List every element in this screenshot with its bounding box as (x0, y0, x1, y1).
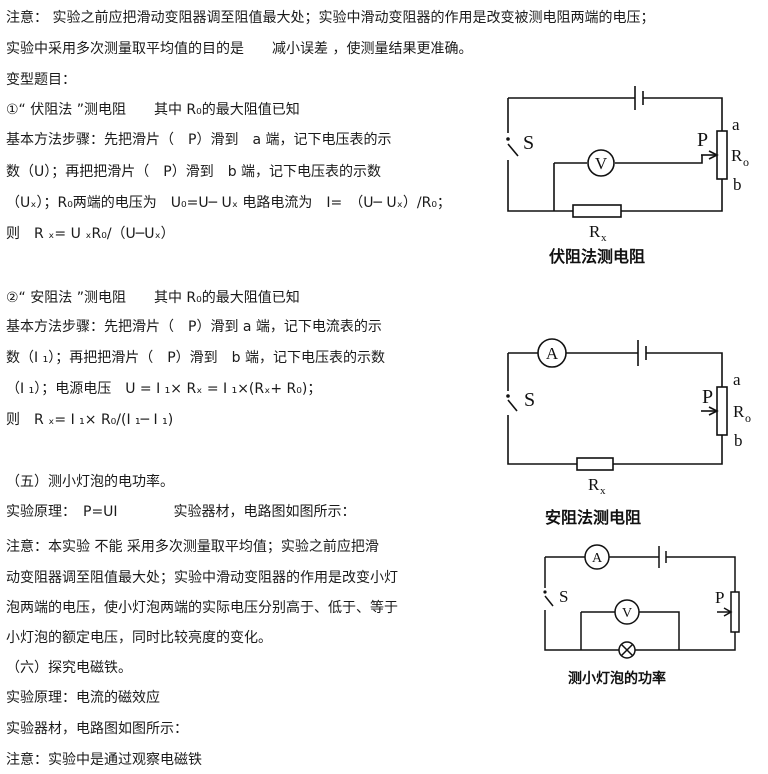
text-line-12: （I ₁）；电源电压 U = I ₁× Rₓ = I ₁×(Rₓ+ R₀)； (6, 381, 322, 397)
text-line-23: 注意：实验中是通过观察电磁铁 (6, 752, 202, 768)
text-line-11: 数（I ₁）；再把把滑片（ P）滑到 b 端，记下电压表的示数 (6, 350, 385, 366)
switch-label: S (523, 132, 534, 154)
text-line-2: 实验中采用多次测量取平均值的目的是 减小误差 ，使测量结果更准确。 (6, 41, 473, 57)
voltmeter-label: V (622, 606, 632, 621)
terminal-b-label: b (734, 431, 743, 450)
text-line-20: （六）探究电磁铁。 (6, 660, 132, 676)
ammeter-label: A (592, 551, 603, 566)
text-line-21: 实验原理：电流的磁效应 (6, 690, 160, 706)
text-line-10: 基本方法步骤：先把滑片（ P）滑到 a 端，记下电流表的示 (6, 319, 382, 335)
text-line-15: 实验原理： P=UI 实验器材，电路图如图所示： (6, 504, 356, 520)
text-line-6: 数（U）；再把把滑片（ P）滑到 b 端，记下电压表的示数 (6, 164, 382, 180)
terminal-a-label: a (733, 370, 741, 389)
text-line-13: 则 R ₓ= I ₁× R₀/(I ₁─ I ₁) (6, 412, 174, 428)
text-line-16: 注意：本实验 不能 采用多次测量取平均值；实验之前应把滑 (6, 539, 379, 555)
rx-subscript: x (601, 232, 607, 244)
text-line-14: （五）测小灯泡的电功率。 (6, 474, 174, 490)
slider-label: P (697, 129, 708, 151)
text-line-3: 变型题目： (6, 72, 76, 88)
ammeter-label: A (546, 344, 559, 363)
voltmeter-label: V (595, 154, 608, 173)
lamp-power-caption: 测小灯泡的功率 (568, 671, 666, 687)
voltmeter-method-caption: 伏阻法测电阻 (549, 247, 646, 266)
text-line-17: 动变阻器调至阻值最大处；实验中滑动变阻器的作用是改变小灯 (6, 570, 398, 586)
text-line-8: 则 R ₓ= U ₓR₀/（U─Uₓ） (6, 226, 175, 242)
text-line-22: 实验器材，电路图如图所示： (6, 721, 188, 737)
slider-label: P (715, 588, 724, 607)
switch-label: S (559, 587, 568, 606)
text-line-18: 泡两端的电压，使小灯泡两端的实际电压分别高于、低于、等于 (6, 600, 398, 616)
rx-subscript: x (600, 485, 606, 497)
lamp-power-circuit: A S P V (543, 544, 740, 659)
text-line-5: 基本方法步骤：先把滑片（ P）滑到 a 端，记下电压表的示 (6, 132, 392, 148)
r0-label: R (733, 402, 745, 421)
r0-subscript: o (743, 155, 749, 169)
text-line-4: ①“ 伏阻法 ”测电阻 其中 R₀的最大阻值已知 (6, 102, 300, 118)
slider-label: P (702, 386, 713, 408)
terminal-a-label: a (732, 115, 740, 134)
ammeter-method-caption: 安阻法测电阻 (545, 508, 642, 527)
terminal-b-label: b (733, 175, 742, 194)
ammeter-method-circuit: A S P a R o b R x (506, 338, 751, 497)
r0-label: R (731, 146, 743, 165)
rx-label: R (589, 222, 601, 241)
voltmeter-method-circuit: V S P a R o b R x (506, 86, 749, 244)
switch-label: S (524, 389, 535, 411)
text-line-19: 小灯泡的额定电压，同时比较亮度的变化。 (6, 630, 272, 646)
text-line-7: （Uₓ）；R₀两端的电压为 U₀=U─ Uₓ 电路电流为 I= （U─ Uₓ）/… (6, 195, 451, 211)
text-line-9: ②“ 安阻法 ”测电阻 其中 R₀的最大阻值已知 (6, 290, 300, 306)
rx-label: R (588, 475, 600, 494)
text-line-1: 注意： 实验之前应把滑动变阻器调至阻值最大处；实验中滑动变阻器的作用是改变被测电… (6, 10, 655, 26)
r0-subscript: o (745, 411, 751, 425)
